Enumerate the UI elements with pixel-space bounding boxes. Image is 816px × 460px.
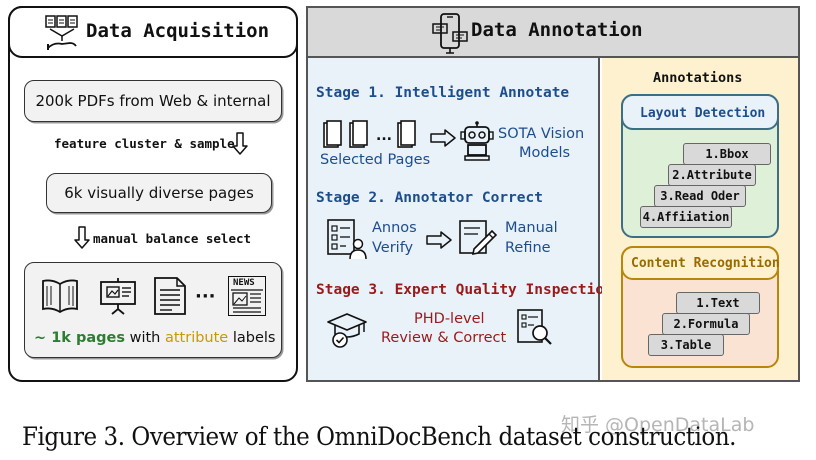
content-item-text: 1.Text (676, 292, 760, 314)
stage1-title: Stage 1. Intelligent Annotate (316, 85, 570, 101)
content-recognition-title: Content Recognition (631, 256, 780, 271)
book-icon (42, 279, 78, 314)
watermark: 知乎 @OpenDataLab (561, 414, 755, 436)
phone-annotation-icon (432, 13, 468, 54)
figure-caption: Figure 3. Overview of the OmniDocBench d… (22, 422, 737, 451)
stage2-title: Stage 2. Annotator Correct (316, 190, 543, 206)
result-count: ~ 1k pages (34, 330, 125, 346)
data-source-icon (45, 15, 78, 50)
diverse-pages-pill: 6k visually diverse pages (46, 173, 272, 213)
phd-review-label-1: PHD-level (414, 311, 485, 327)
page-stack-icon (323, 120, 368, 148)
presentation-icon (100, 278, 136, 315)
graduation-cap-icon (327, 313, 367, 348)
manual-refine-label-2: Refine (505, 240, 551, 256)
result-caption: ~ 1k pages with attribute labels (34, 330, 275, 346)
layout-item-label: 3.Read Oder (660, 189, 740, 203)
arrow-right-icon (426, 231, 452, 249)
arrow-down-icon (74, 226, 90, 249)
acquisition-title: Data Acquisition (86, 20, 270, 42)
layout-detection-title: Layout Detection (640, 106, 766, 121)
annotation-title: Data Annotation (471, 19, 643, 41)
manual-refine-label-1: Manual (505, 220, 558, 236)
result-with: with (129, 330, 161, 346)
result-labels: labels (232, 330, 276, 346)
feature-cluster-label: feature cluster & sample (54, 136, 235, 151)
layout-item-label: 2.Attribute (672, 168, 752, 182)
edit-document-icon (459, 220, 498, 256)
annos-verify-label-1: Annos (372, 220, 417, 236)
pages-dots: ... (376, 128, 392, 144)
phd-review-label-2: Review & Correct (381, 330, 507, 346)
selected-result-box (24, 262, 282, 358)
annos-verify-label-2: Verify (372, 240, 414, 256)
arrow-right-icon (430, 129, 456, 147)
manual-balance-label: manual balance select (93, 231, 252, 246)
content-item-label: 1.Text (696, 296, 740, 310)
source-pdfs-pill: 200k PDFs from Web & internal (24, 80, 282, 122)
content-item-label: 3.Table (660, 338, 712, 352)
layout-item-label: 4.Affiiation (642, 210, 730, 224)
source-pdfs-text: 200k PDFs from Web & internal (35, 92, 271, 110)
more-ellipsis: ··· (195, 286, 216, 307)
robot-icon (460, 121, 494, 161)
news-label: NEWS (233, 278, 255, 288)
result-attribute: attribute (164, 330, 229, 346)
newspaper-icon: NEWS (228, 276, 266, 316)
sota-models-label-2: Models (519, 145, 571, 161)
content-item-table: 3.Table (648, 334, 724, 356)
selected-pages-label: Selected Pages (320, 152, 431, 168)
annotations-title: Annotations (653, 70, 743, 86)
stage3-title: Stage 3. Expert Quality Inspection (316, 282, 613, 298)
arrow-down-icon (232, 132, 248, 155)
checklist-person-icon (327, 219, 367, 260)
sota-models-label-1: SOTA Vision (498, 126, 585, 142)
layout-item-attribute: 2.Attribute (668, 164, 756, 186)
diverse-pages-text: 6k visually diverse pages (64, 184, 254, 202)
content-recognition-header (621, 246, 779, 280)
layout-item-label: 1.Bbox (705, 147, 749, 161)
layout-item-bbox: 1.Bbox (683, 143, 771, 165)
document-icon (154, 277, 186, 315)
layout-item-read-order: 3.Read Oder (654, 185, 746, 207)
content-item-formula: 2.Formula (662, 313, 750, 335)
layout-detection-header (621, 94, 779, 130)
layout-item-affiliation: 4.Affiiation (640, 206, 732, 228)
annotation-header (306, 6, 800, 58)
page-stack-icon (397, 120, 416, 148)
content-item-label: 2.Formula (673, 317, 739, 331)
inspect-document-icon (517, 309, 552, 345)
